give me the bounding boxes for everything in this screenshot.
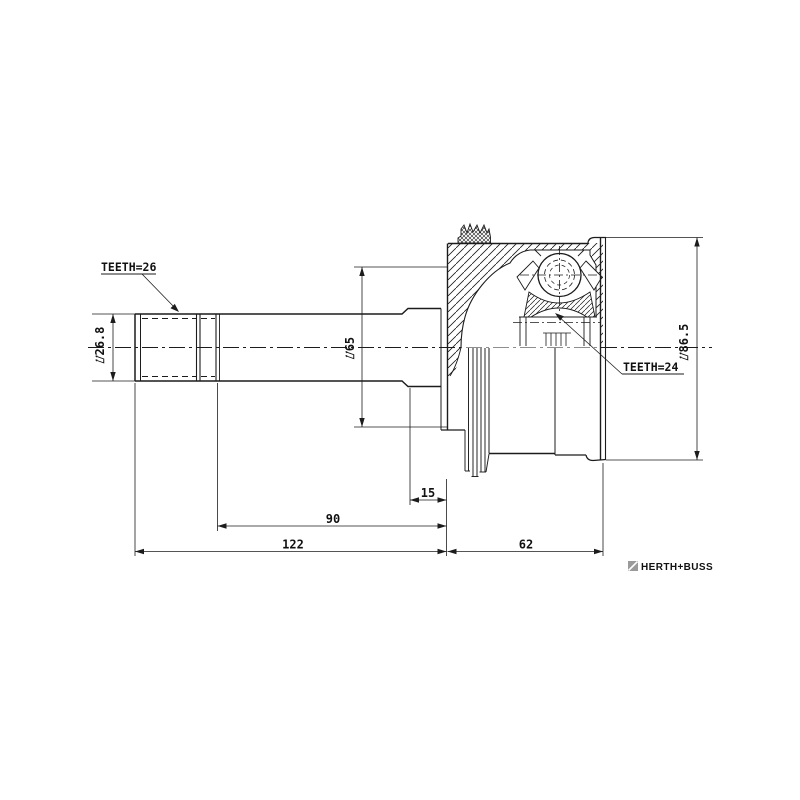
housing-outline bbox=[440, 236, 607, 477]
race-right-inner-wall bbox=[589, 250, 597, 317]
dim-62 bbox=[447, 548, 603, 555]
neck-edge bbox=[449, 347, 462, 377]
teeth-right-label: TEETH=24 bbox=[623, 360, 678, 374]
dia-outer-label: ⌰86.5 bbox=[677, 324, 691, 362]
hub-relief-arc bbox=[530, 307, 588, 318]
race-shoulders bbox=[534, 249, 585, 257]
bell-inner-curve bbox=[460, 249, 531, 348]
dim-90-label: 90 bbox=[326, 512, 340, 526]
inner-race-hub bbox=[513, 316, 601, 346]
dim-90 bbox=[217, 523, 447, 529]
teeth-left-label: TEETH=26 bbox=[101, 260, 156, 274]
cage-left bbox=[516, 260, 540, 291]
dim-dia-inner bbox=[354, 266, 447, 428]
dim-15 bbox=[410, 497, 447, 503]
spline-teeth-marks bbox=[142, 318, 215, 377]
leader-teeth-26 bbox=[101, 273, 179, 312]
dim-dia-shaft bbox=[92, 313, 158, 382]
leader-teeth-24 bbox=[555, 313, 684, 375]
dim-122 bbox=[135, 548, 447, 555]
annotation-texts: TEETH=26 TEETH=24 ⌰26.8 ⌰65 ⌰86.5 15 90 … bbox=[93, 260, 691, 552]
boot-groove-rings bbox=[464, 348, 490, 477]
cage-right bbox=[579, 260, 603, 291]
dimensions bbox=[92, 237, 703, 556]
cv-joint-housing bbox=[440, 222, 607, 477]
dim-15-label: 15 bbox=[421, 486, 435, 500]
housing-top-lip bbox=[587, 236, 606, 244]
neck-hatch bbox=[448, 347, 461, 378]
ball-centerlines bbox=[520, 246, 599, 312]
dim-122-label: 122 bbox=[282, 538, 304, 552]
dia-shaft-label: ⌰26.8 bbox=[93, 327, 107, 365]
drive-shaft bbox=[134, 307, 441, 388]
shaft-bottom-edge bbox=[135, 380, 441, 388]
logo-flag-slash bbox=[627, 560, 639, 572]
housing-bottom-lip bbox=[585, 454, 607, 462]
dia-inner-label: ⌰65 bbox=[343, 337, 357, 360]
seal-ring-section bbox=[457, 222, 491, 244]
brand-logo: HERTH+BUSS bbox=[627, 560, 713, 573]
dim-dia-outer bbox=[606, 237, 703, 461]
shaft-top-edge bbox=[135, 307, 441, 315]
logo-text: HERTH+BUSS bbox=[641, 562, 713, 573]
dim-62-label: 62 bbox=[519, 538, 533, 552]
